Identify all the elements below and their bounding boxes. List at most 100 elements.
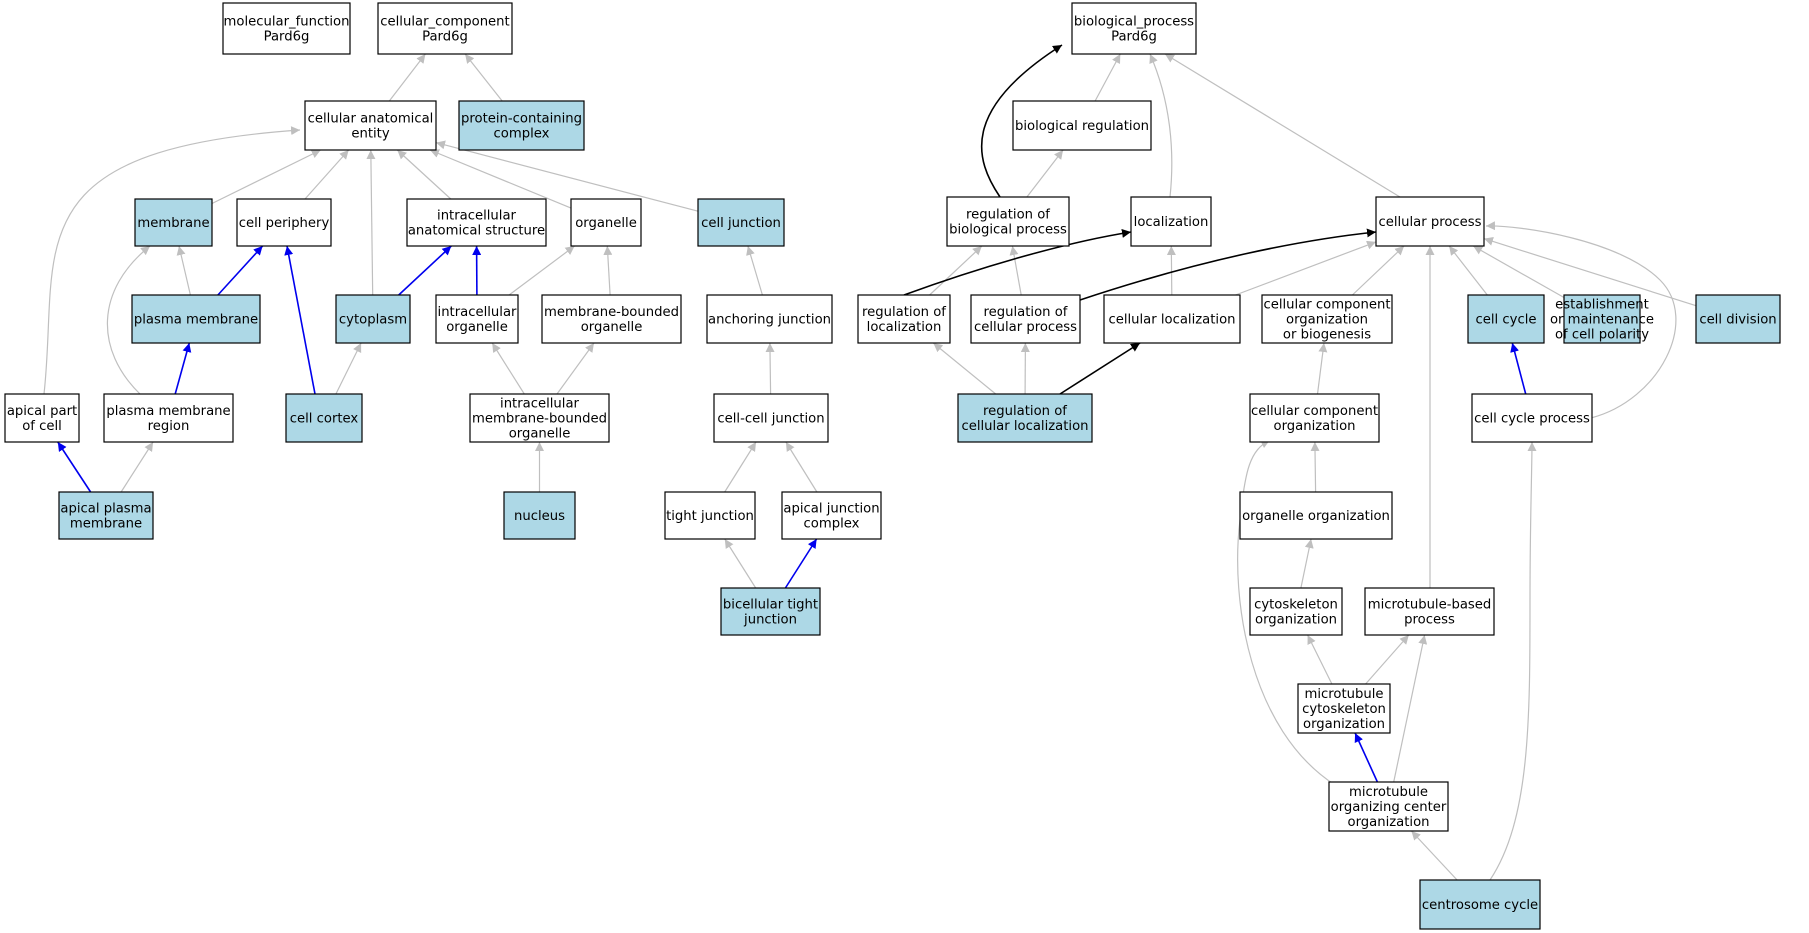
node-label-line: organization [1274,419,1356,434]
node-label-line: microtubule [1349,785,1428,800]
node-box [1071,2,1197,55]
edge-rl-to-rbp [929,245,983,296]
edge-plasma-membrane-to-membrane [176,245,191,296]
node-centrosome-cycle[interactable]: centrosome cycle [1419,879,1541,930]
node-biological-regulation[interactable]: biological regulation [1012,100,1152,151]
edge-cellular-process-to-bp [1164,53,1401,198]
node-box [713,393,829,443]
node-label-line: apical part [7,404,77,419]
node-label-line: cell division [1699,313,1776,328]
node-cell-cycle[interactable]: cell cycle [1467,294,1545,344]
node-label-line: regulation of [862,305,946,320]
node-cell-periphery[interactable]: cell periphery [236,198,332,247]
node-box [377,2,513,55]
node-plasma-membrane[interactable]: plasma membrane [131,294,261,344]
node-cell-junction[interactable]: cell junction [697,198,785,247]
node-label-line: intracellular [437,209,516,224]
edge-anchoring-junction-to-cell-junction [746,245,763,296]
edge-cco-to-ccob [1316,342,1328,395]
node-label-line: or biogenesis [1283,328,1371,343]
node-box [1261,294,1393,344]
node-box [1375,196,1485,247]
node-box [781,491,882,540]
edge-rbp-to-biological-regulation [1026,149,1064,198]
node-label-line: intracellular [438,305,517,320]
node-box [570,198,642,247]
node-box [503,491,576,540]
node-ccj[interactable]: cell-cell junction [713,393,829,443]
node-label-line: organization [1348,815,1430,830]
node-organelle[interactable]: organelle [570,198,642,247]
node-label-line: cell cortex [290,412,359,427]
node-label-line: process [1404,613,1455,628]
edge-biological-regulation-to-bp [1094,53,1121,102]
edge-pcc-to-cc [464,53,503,102]
node-tight-junction[interactable]: tight junction [664,491,756,540]
node-cell-cortex[interactable]: cell cortex [285,393,363,443]
node-box [541,294,682,344]
node-cytoplasm[interactable]: cytoplasm [335,294,411,344]
node-box [103,393,234,443]
node-label-line: regulation of [966,208,1050,223]
node-ccp[interactable]: cell cycle process [1471,393,1593,443]
edge-rcp-to-rbp [1009,245,1022,296]
edge-cellular-localization-to-cellular-process [1235,240,1377,296]
node-box [946,196,1070,247]
node-anchoring-junction[interactable]: anchoring junction [706,294,833,344]
node-cell-division[interactable]: cell division [1695,294,1781,344]
node-label-line: localization [867,320,942,335]
node-box [1364,587,1495,636]
node-box [406,198,547,247]
node-label-line: cell cycle process [1474,412,1590,427]
node-localization[interactable]: localization [1130,196,1212,247]
node-organelle-organization[interactable]: organelle organization [1239,491,1393,540]
node-box [1249,587,1343,636]
node-box [1239,491,1393,540]
edge-mtoc-to-mbp [1393,634,1428,783]
node-cellular-process[interactable]: cellular process [1375,196,1485,247]
edge-cytoplasm-to-cae [366,149,376,296]
node-membrane[interactable]: membrane [134,198,213,247]
edge-mbo-to-organelle [603,245,613,296]
node-box [131,294,261,344]
edge-cell-cycle-to-cellular-process [1448,245,1488,296]
edge-cytoskeleton-organization-to-organelle-organization [1300,538,1314,589]
edge-cytoplasm-to-ias [398,245,452,296]
edge-ccp-to-cellular-process [1485,221,1677,419]
edge-apm-to-apical-part [57,441,92,493]
node-nucleus[interactable]: nucleus [503,491,576,540]
node-label-line: molecular_function [224,15,350,30]
node-label-line: region [148,419,190,434]
edge-ajc-to-ccj [785,441,818,493]
node-box [1563,294,1641,344]
node-box [236,198,332,247]
edge-imbo-to-intracellular-organelle [491,342,525,395]
node-cellular-localization[interactable]: cellular localization [1103,294,1241,344]
